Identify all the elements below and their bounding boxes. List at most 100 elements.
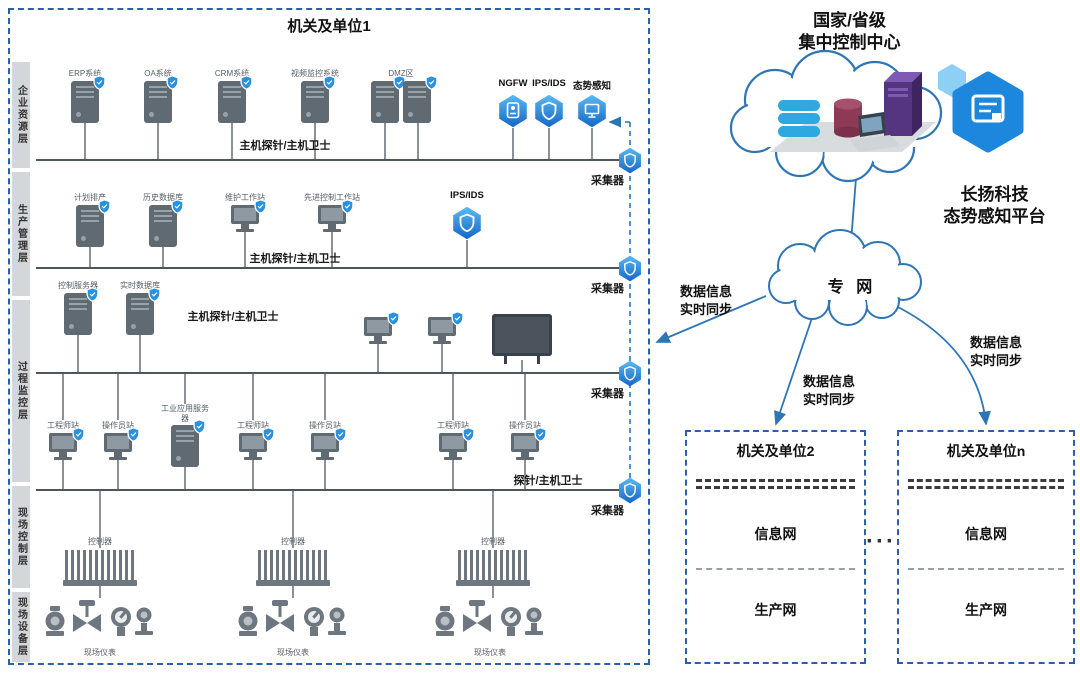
- workstation-icon: [103, 427, 140, 460]
- server-icon: [144, 75, 179, 123]
- security-label: IPS/IDS: [450, 190, 484, 201]
- separator-single: [908, 568, 1064, 570]
- device-label: 控制服务器: [58, 281, 98, 290]
- device-node: 工程师站: [413, 420, 493, 460]
- large-display-icon: [492, 314, 552, 364]
- platform-hexagon-icon: [938, 64, 1024, 153]
- collector-label: 采集器: [591, 283, 624, 295]
- layer-strip: 企业资源层: [12, 62, 30, 168]
- collector-dashed-line: [608, 116, 631, 490]
- monitor-stand: [249, 452, 257, 457]
- device-label: 视频监控系统: [291, 69, 339, 78]
- device-node: CRM系统: [192, 68, 272, 123]
- sync-label-2: 数据信息 实时同步: [802, 374, 855, 407]
- field-instruments-node: 现场仪表: [43, 596, 157, 659]
- unitn-info-net-label: 信息网: [965, 526, 1007, 542]
- layer-label: 过程监控层: [15, 361, 27, 421]
- server-icon: [64, 287, 99, 335]
- monitor-base: [323, 229, 341, 232]
- device-node: 历史数据库: [123, 192, 203, 247]
- device-node: 实时数据库: [100, 280, 180, 335]
- probe-label-row1: 主机探针/主机卫士: [239, 140, 331, 152]
- monitor-base: [433, 341, 451, 344]
- device-node: ERP系统: [45, 68, 125, 123]
- device-node: 工业应用服务器: [145, 404, 225, 467]
- monitor-screen: [439, 433, 467, 452]
- layer-label: 现场设备层: [15, 597, 27, 657]
- monitor-stand: [438, 336, 446, 341]
- monitor-stand: [521, 452, 529, 457]
- layer-strip: 现场设备层: [12, 592, 30, 662]
- shield-badge-icon: [254, 199, 267, 214]
- sync-arrow-to-unitn: [895, 305, 991, 426]
- device-label: 现场仪表: [277, 648, 309, 657]
- drop-lines: [62, 122, 593, 598]
- monitor-stand: [449, 452, 457, 457]
- device-label: 工程师站: [237, 421, 269, 430]
- controller-icon: [456, 550, 530, 586]
- ellipsis: ···: [866, 528, 896, 555]
- shield-badge-icon: [86, 287, 99, 302]
- device-label: 先进控制工作站: [304, 193, 360, 202]
- monitor-inner: [234, 208, 256, 221]
- collector-label: 采集器: [591, 505, 624, 517]
- device-label: 历史数据库: [143, 193, 183, 202]
- device-node: 维护工作站: [205, 192, 285, 232]
- monitor-base: [316, 457, 334, 460]
- shield-badge-icon: [166, 75, 179, 90]
- monitor-stand: [241, 224, 249, 229]
- device-label: 操作员站: [309, 421, 341, 430]
- workstation-icon: [48, 427, 85, 460]
- monitor-base: [54, 457, 72, 460]
- device-node: 视频监控系统: [275, 68, 355, 123]
- workstation-icon: [230, 199, 267, 232]
- device-node: 控制服务器: [38, 280, 118, 335]
- probe-label-row2: 主机探针/主机卫士: [249, 253, 341, 265]
- server-icon: [126, 287, 161, 335]
- field-instruments-node: 现场仪表: [236, 596, 350, 659]
- shield-badge-icon: [72, 427, 85, 442]
- shield-badge-icon: [387, 311, 400, 326]
- server-icon: [301, 75, 336, 123]
- monitor-inner: [442, 436, 464, 449]
- collector-label: 采集器: [591, 175, 624, 187]
- device-label: 工业应用服务器: [161, 404, 209, 423]
- monitor-screen: [364, 317, 392, 336]
- unit2-prod-net-label: 生产网: [754, 602, 797, 618]
- probe-label-row4: 探针/主机卫士: [513, 475, 583, 487]
- device-label: 控制器: [481, 537, 505, 546]
- collector-hexagon-icon: [618, 477, 642, 504]
- shield-badge-icon: [148, 287, 161, 302]
- device-label: 控制器: [88, 537, 112, 546]
- shield-badge-icon: [323, 75, 336, 90]
- security-label: NGFW: [498, 78, 528, 89]
- monitor-stand: [114, 452, 122, 457]
- shield-badge-icon: [127, 427, 140, 442]
- server-icon: [171, 419, 206, 467]
- controller-icon: [256, 550, 330, 586]
- shield-badge-icon: [240, 75, 253, 90]
- workstation-icon: [238, 427, 275, 460]
- monitor-screen: [49, 433, 77, 452]
- sync-arrow-to-unit1: [655, 295, 767, 343]
- workstation-icon: [427, 311, 464, 344]
- security-hexagon-icon: [452, 206, 482, 240]
- private-network-label: 专 网: [827, 279, 877, 296]
- instrument-icons: [43, 596, 157, 647]
- monitor-base: [444, 457, 462, 460]
- monitor-stand: [374, 336, 382, 341]
- controller-icon: [63, 550, 137, 586]
- device-label: 工程师站: [47, 421, 79, 430]
- separator-single: [696, 568, 855, 570]
- device-node: 计划排产: [50, 192, 130, 247]
- server-icon: [149, 199, 184, 247]
- shield-badge-icon: [334, 427, 347, 442]
- sync-label-3: 数据信息 实时同步: [969, 335, 1022, 368]
- shield-badge-icon: [425, 75, 438, 90]
- shield-badge-icon: [98, 199, 111, 214]
- layer-strip: 过程监控层: [12, 300, 30, 482]
- display-leg: [537, 356, 540, 364]
- separator-double: [696, 479, 855, 482]
- monitor-base: [236, 229, 254, 232]
